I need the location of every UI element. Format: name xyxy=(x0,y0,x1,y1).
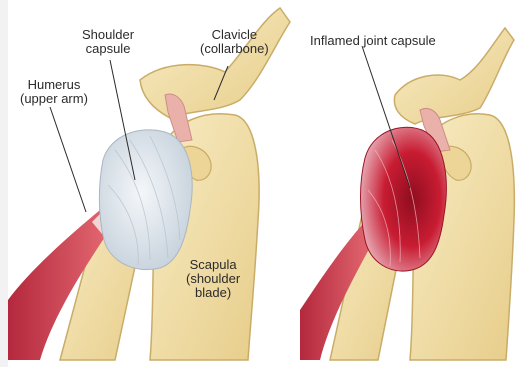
label-clavicle: Clavicle (collarbone) xyxy=(200,28,269,56)
label-scapula: Scapula (shoulder blade) xyxy=(186,258,240,300)
label-humerus: Humerus (upper arm) xyxy=(20,78,88,106)
right-panel xyxy=(300,28,514,360)
inflamed-capsule xyxy=(361,127,447,271)
left-panel xyxy=(8,8,290,360)
label-shoulder-capsule: Shoulder capsule xyxy=(82,28,134,56)
clavicle-bone xyxy=(140,8,290,118)
label-inflamed-capsule: Inflamed joint capsule xyxy=(310,34,436,48)
shoulder-capsule xyxy=(99,130,192,270)
